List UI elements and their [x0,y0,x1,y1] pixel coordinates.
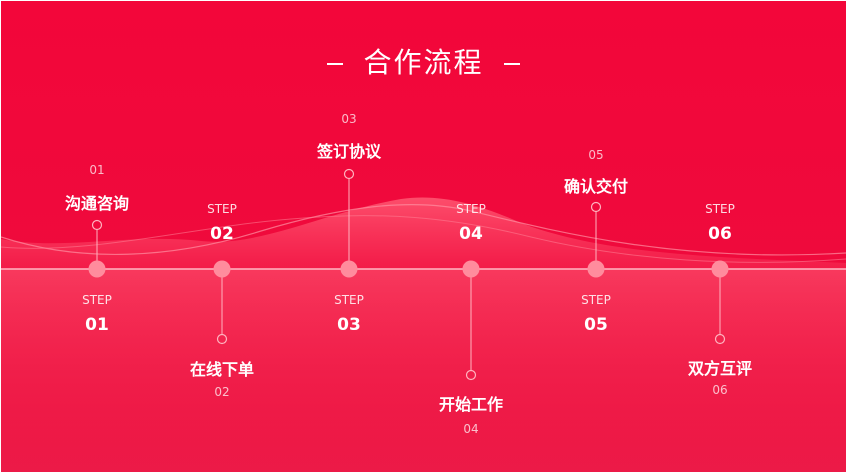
step-02-step-label: STEP [207,202,237,216]
step-02-ring [216,333,228,345]
step-03-name: 签订协议 [316,142,381,161]
step-01-ring [91,219,103,231]
wave-line-2 [1,215,846,263]
step-04-ring [465,369,477,381]
step-06-node [711,260,729,278]
step-02-step-number: 02 [210,224,234,244]
wave-line-1 [1,204,846,256]
step-05-ring [590,201,602,213]
step-01-step-label: STEP [82,293,112,307]
step-04-node [462,260,480,278]
step-05-name: 确认交付 [563,177,628,196]
step-02-name: 在线下单 [189,360,254,379]
step-01-node [88,260,106,278]
step-06-step-label: STEP [705,202,735,216]
step-05-step-number: 05 [584,315,608,335]
step-01-step-number: 01 [85,315,109,335]
step-01-name: 沟通咨询 [64,194,129,213]
step-03-index: 03 [341,112,357,126]
step-05-node [587,260,605,278]
step-03-node [340,260,358,278]
wave-shape [1,197,846,269]
step-01-index: 01 [89,163,105,177]
title-dash-left [327,63,344,65]
step-02-node [213,260,231,278]
step-03-step-label: STEP [334,293,364,307]
step-02-index: 02 [214,385,230,399]
step-06-name: 双方互评 [687,359,752,378]
lower-band [1,269,846,472]
page-title: 合作流程 [1,41,846,81]
step-06-ring [714,333,726,345]
timeline-marks [88,168,729,381]
step-04-step-label: STEP [456,202,486,216]
step-05-step-label: STEP [581,293,611,307]
step-03-ring [343,168,355,180]
step-05-index: 05 [588,148,604,162]
title-text: 合作流程 [363,46,484,79]
step-06-step-number: 06 [708,224,732,244]
step-03-step-number: 03 [337,315,361,335]
title-dash-right [503,63,520,65]
step-04-step-number: 04 [459,224,483,244]
step-04-index: 04 [463,422,479,436]
step-04-name: 开始工作 [438,395,503,414]
step-06-index: 06 [712,383,728,397]
